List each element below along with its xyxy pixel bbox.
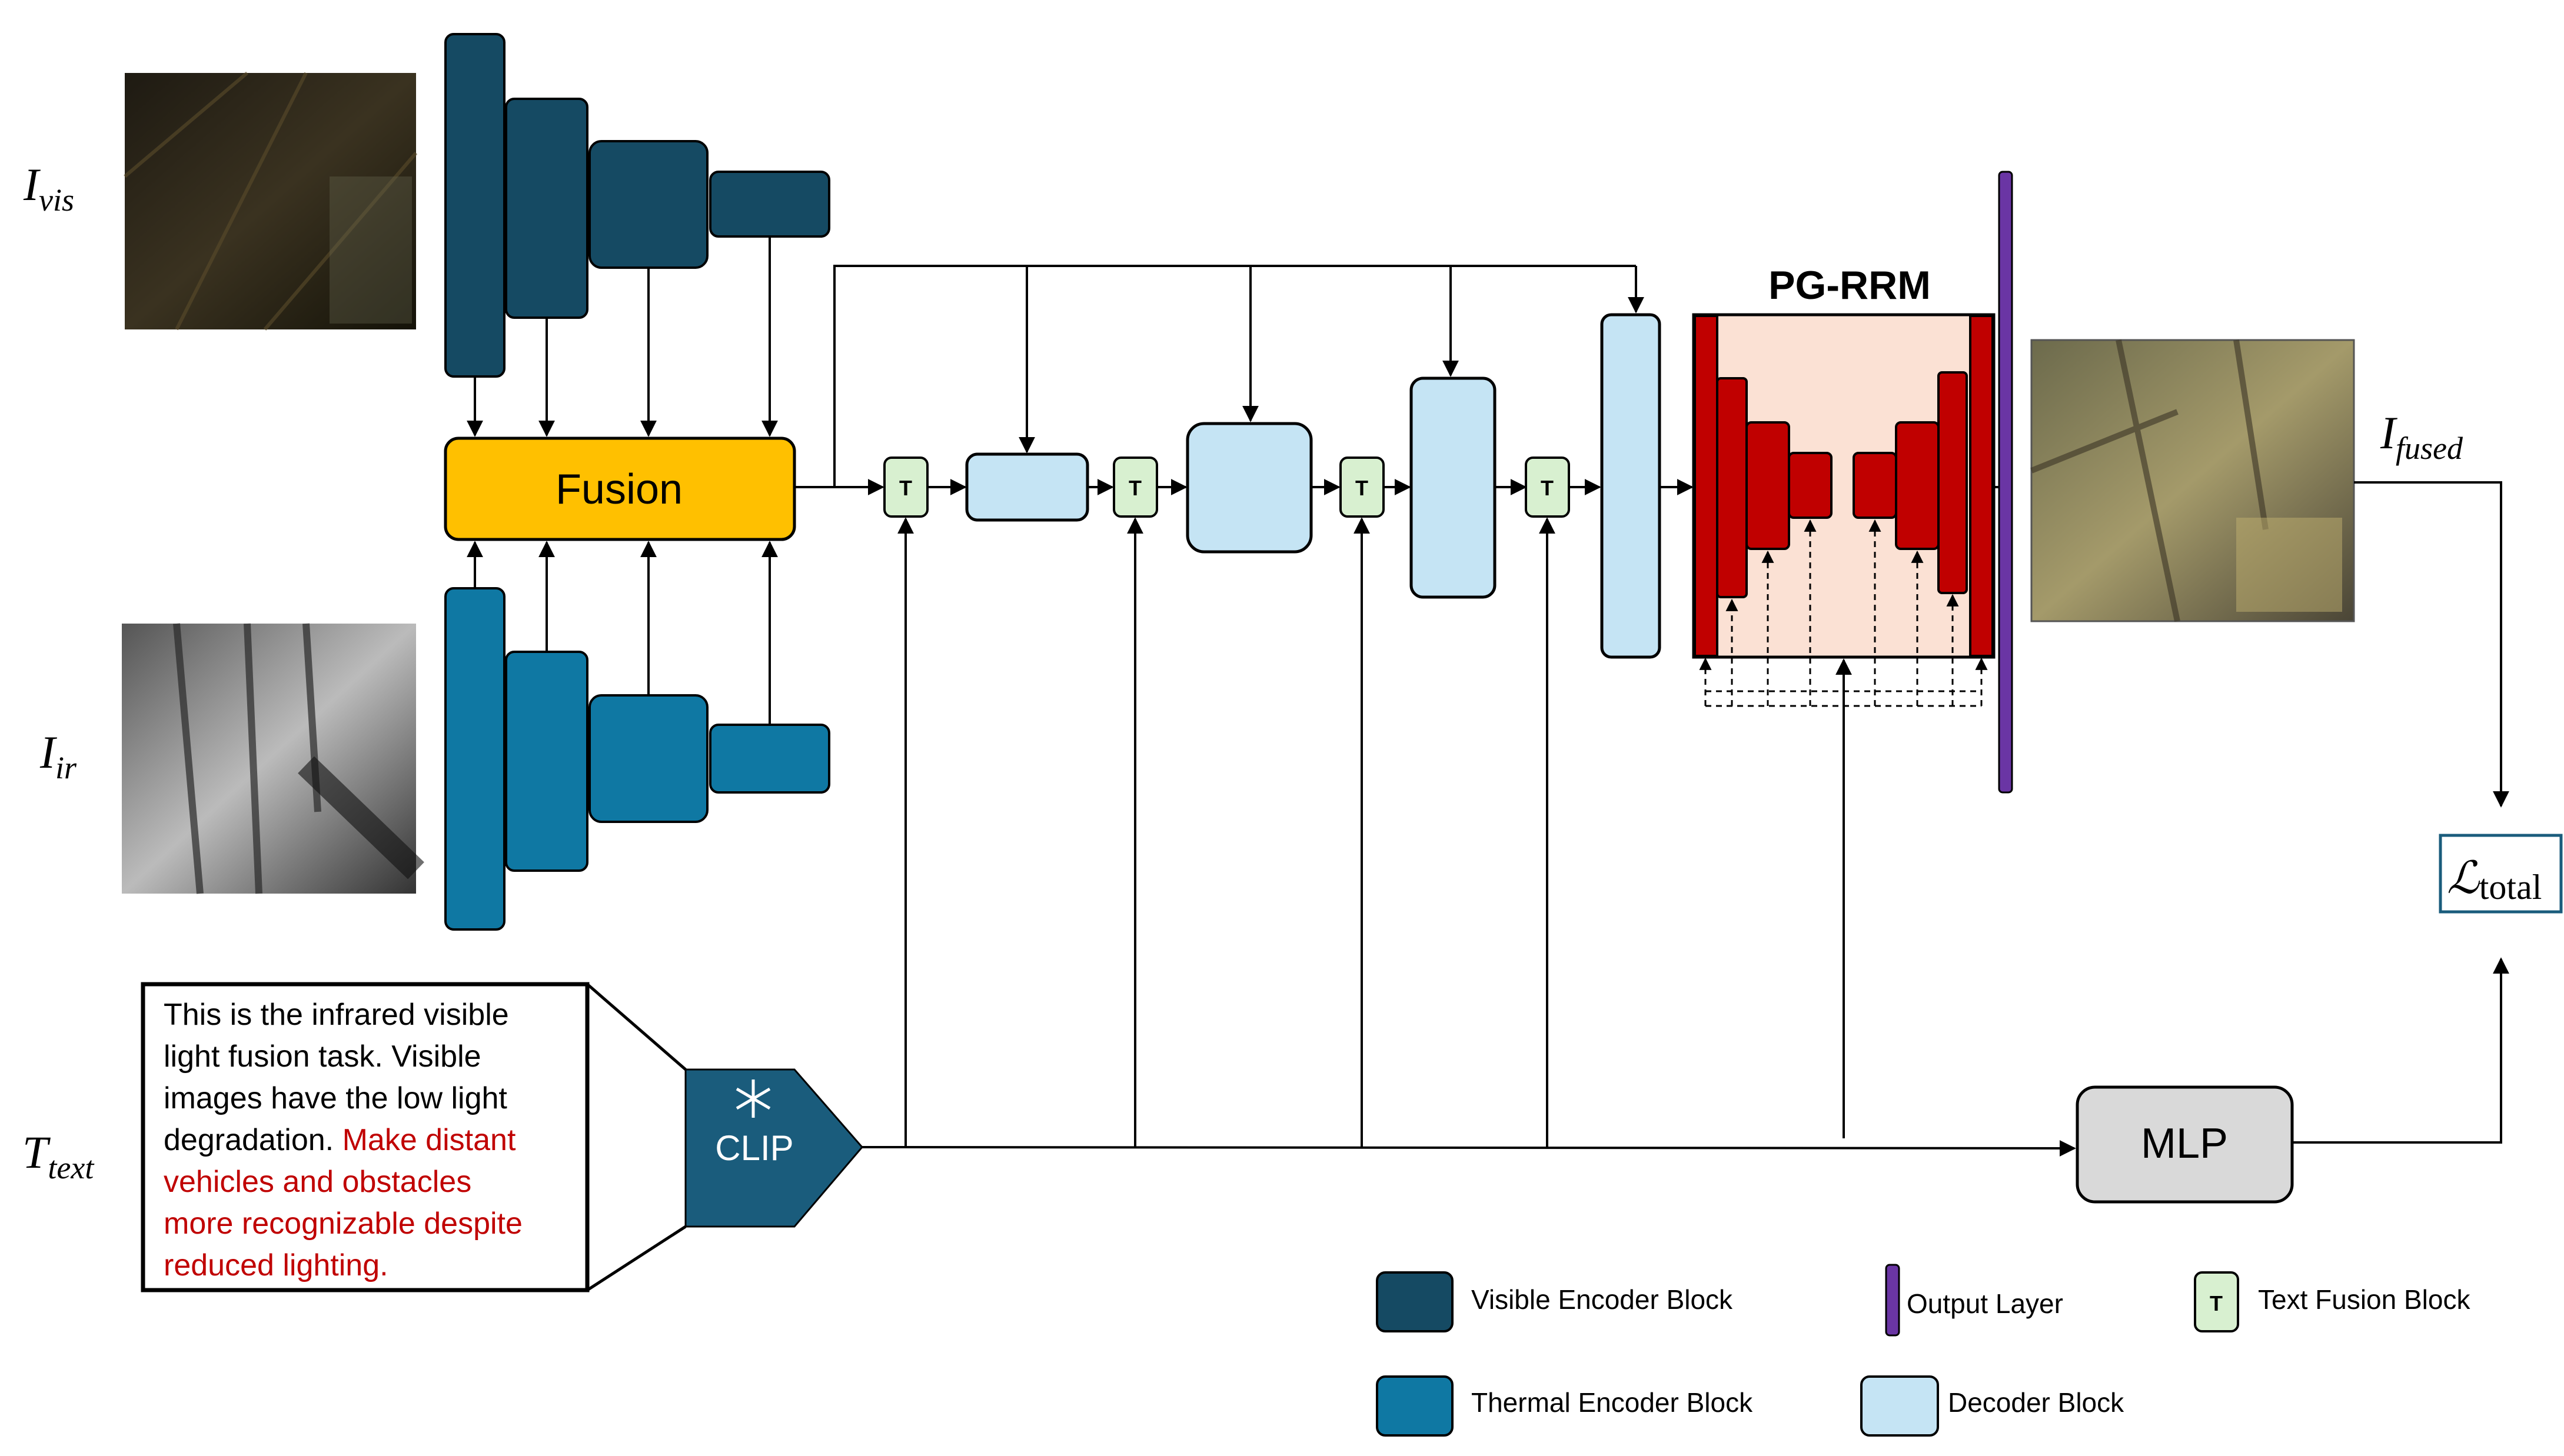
pg-rrm-title: PG-RRM [1768,263,1931,308]
svg-text:Text Fusion Block: Text Fusion Block [2258,1284,2470,1315]
pg-rrm-block [1745,421,1790,550]
svg-text:T: T [1129,476,1142,500]
svg-text:Visible Encoder Block: Visible Encoder Block [1471,1284,1733,1315]
text-embedding-line [862,1140,2076,1157]
mlp-block: MLP [2076,1085,2294,1204]
pg-rrm-block [1853,452,1897,519]
decoder-block [965,452,1089,522]
pg-rrm-block [1895,421,1940,550]
visible-image [124,71,418,331]
pg-rrm-block [1969,315,1994,657]
text-guidance-arrows [897,517,1852,1147]
prompt-line: light fusion task. Visible [164,1039,481,1074]
visible-encoder-block [505,98,588,319]
visible-encoder-block [588,140,709,269]
text-fusion-block: T [1113,457,1158,518]
decoder-block [1409,377,1497,599]
decoder-block [1186,422,1313,554]
pg-rrm-block [1788,452,1833,519]
prompt-line: images have the low light [164,1081,507,1115]
snowflake-icon [736,1079,771,1118]
thermal-encoder-block [505,651,588,872]
thermal-encoder [444,587,830,931]
text-fusion-blocks: T T T T [883,457,1570,518]
prompt-connectors [586,983,687,1292]
thermal-encoder-block [588,694,709,823]
input-ir-label: Iir [39,727,77,785]
prompt-line: more recognizable despite [164,1207,523,1241]
prompt-line: reduced lighting. [164,1248,388,1282]
text-fusion-block: T [1525,457,1570,518]
text-fusion-block: T [883,457,929,518]
svg-text:T: T [2210,1291,2223,1315]
clip-label: CLIP [715,1128,793,1168]
input-vis-label: Ivis [23,159,74,218]
prompt-line: This is the infrared visible [164,998,509,1032]
legend-item-thermal-encoder: Thermal Encoder Block [1376,1375,1753,1437]
legend-item-text-fusion: T Text Fusion Block [2194,1271,2470,1332]
legend: Visible Encoder Block Thermal Encoder Bl… [1376,1264,2470,1437]
skip-connections [794,265,1644,488]
loss-label: ℒtotal [2447,854,2542,907]
fusion-label: Fusion [556,466,683,513]
pg-rrm-block [1716,377,1748,598]
fusion-block: Fusion [444,437,796,541]
prompt-line: vehicles and obstacles [164,1165,471,1199]
svg-text:Output Layer: Output Layer [1907,1288,2063,1319]
pg-rrm-block [1937,371,1968,594]
svg-text:T: T [899,476,912,500]
fused-image [2030,339,2355,622]
output-fused-label: Ifused [2380,407,2463,466]
encoder-arrows [467,236,778,725]
pg-rrm-block [1694,315,1718,657]
legend-item-visible-encoder: Visible Encoder Block [1376,1271,1733,1332]
fused-to-loss-arrow [2354,481,2509,808]
visible-encoder-block [709,171,830,238]
mlp-label: MLP [2141,1120,2228,1167]
input-text-label: Ttext [22,1127,95,1185]
decoder [965,313,1661,659]
text-prompt-box: This is the infrared visible light fusio… [141,982,590,1292]
text-fusion-block: T [1339,457,1385,518]
legend-item-output-layer: Output Layer [1885,1264,2063,1337]
infrared-image [122,623,424,894]
svg-text:T: T [1541,476,1554,500]
visible-encoder [444,33,830,378]
svg-text:Decoder Block: Decoder Block [1948,1387,2124,1418]
legend-item-decoder: Decoder Block [1860,1375,2124,1437]
visible-encoder-block [444,33,506,378]
thermal-encoder-block [444,587,506,931]
mlp-to-loss-arrow [2292,957,2509,1144]
prompt-line: degradation. Make distant [164,1123,516,1157]
svg-text:T: T [1355,476,1368,500]
loss-box: ℒtotal [2439,834,2563,914]
clip-encoder: CLIP [684,1068,863,1228]
svg-text:Thermal Encoder Block: Thermal Encoder Block [1471,1387,1753,1418]
output-layer [1998,171,2013,794]
thermal-encoder-block [709,724,830,794]
pg-rrm-module: PG-RRM [1692,263,1996,707]
decoder-block [1600,313,1661,659]
